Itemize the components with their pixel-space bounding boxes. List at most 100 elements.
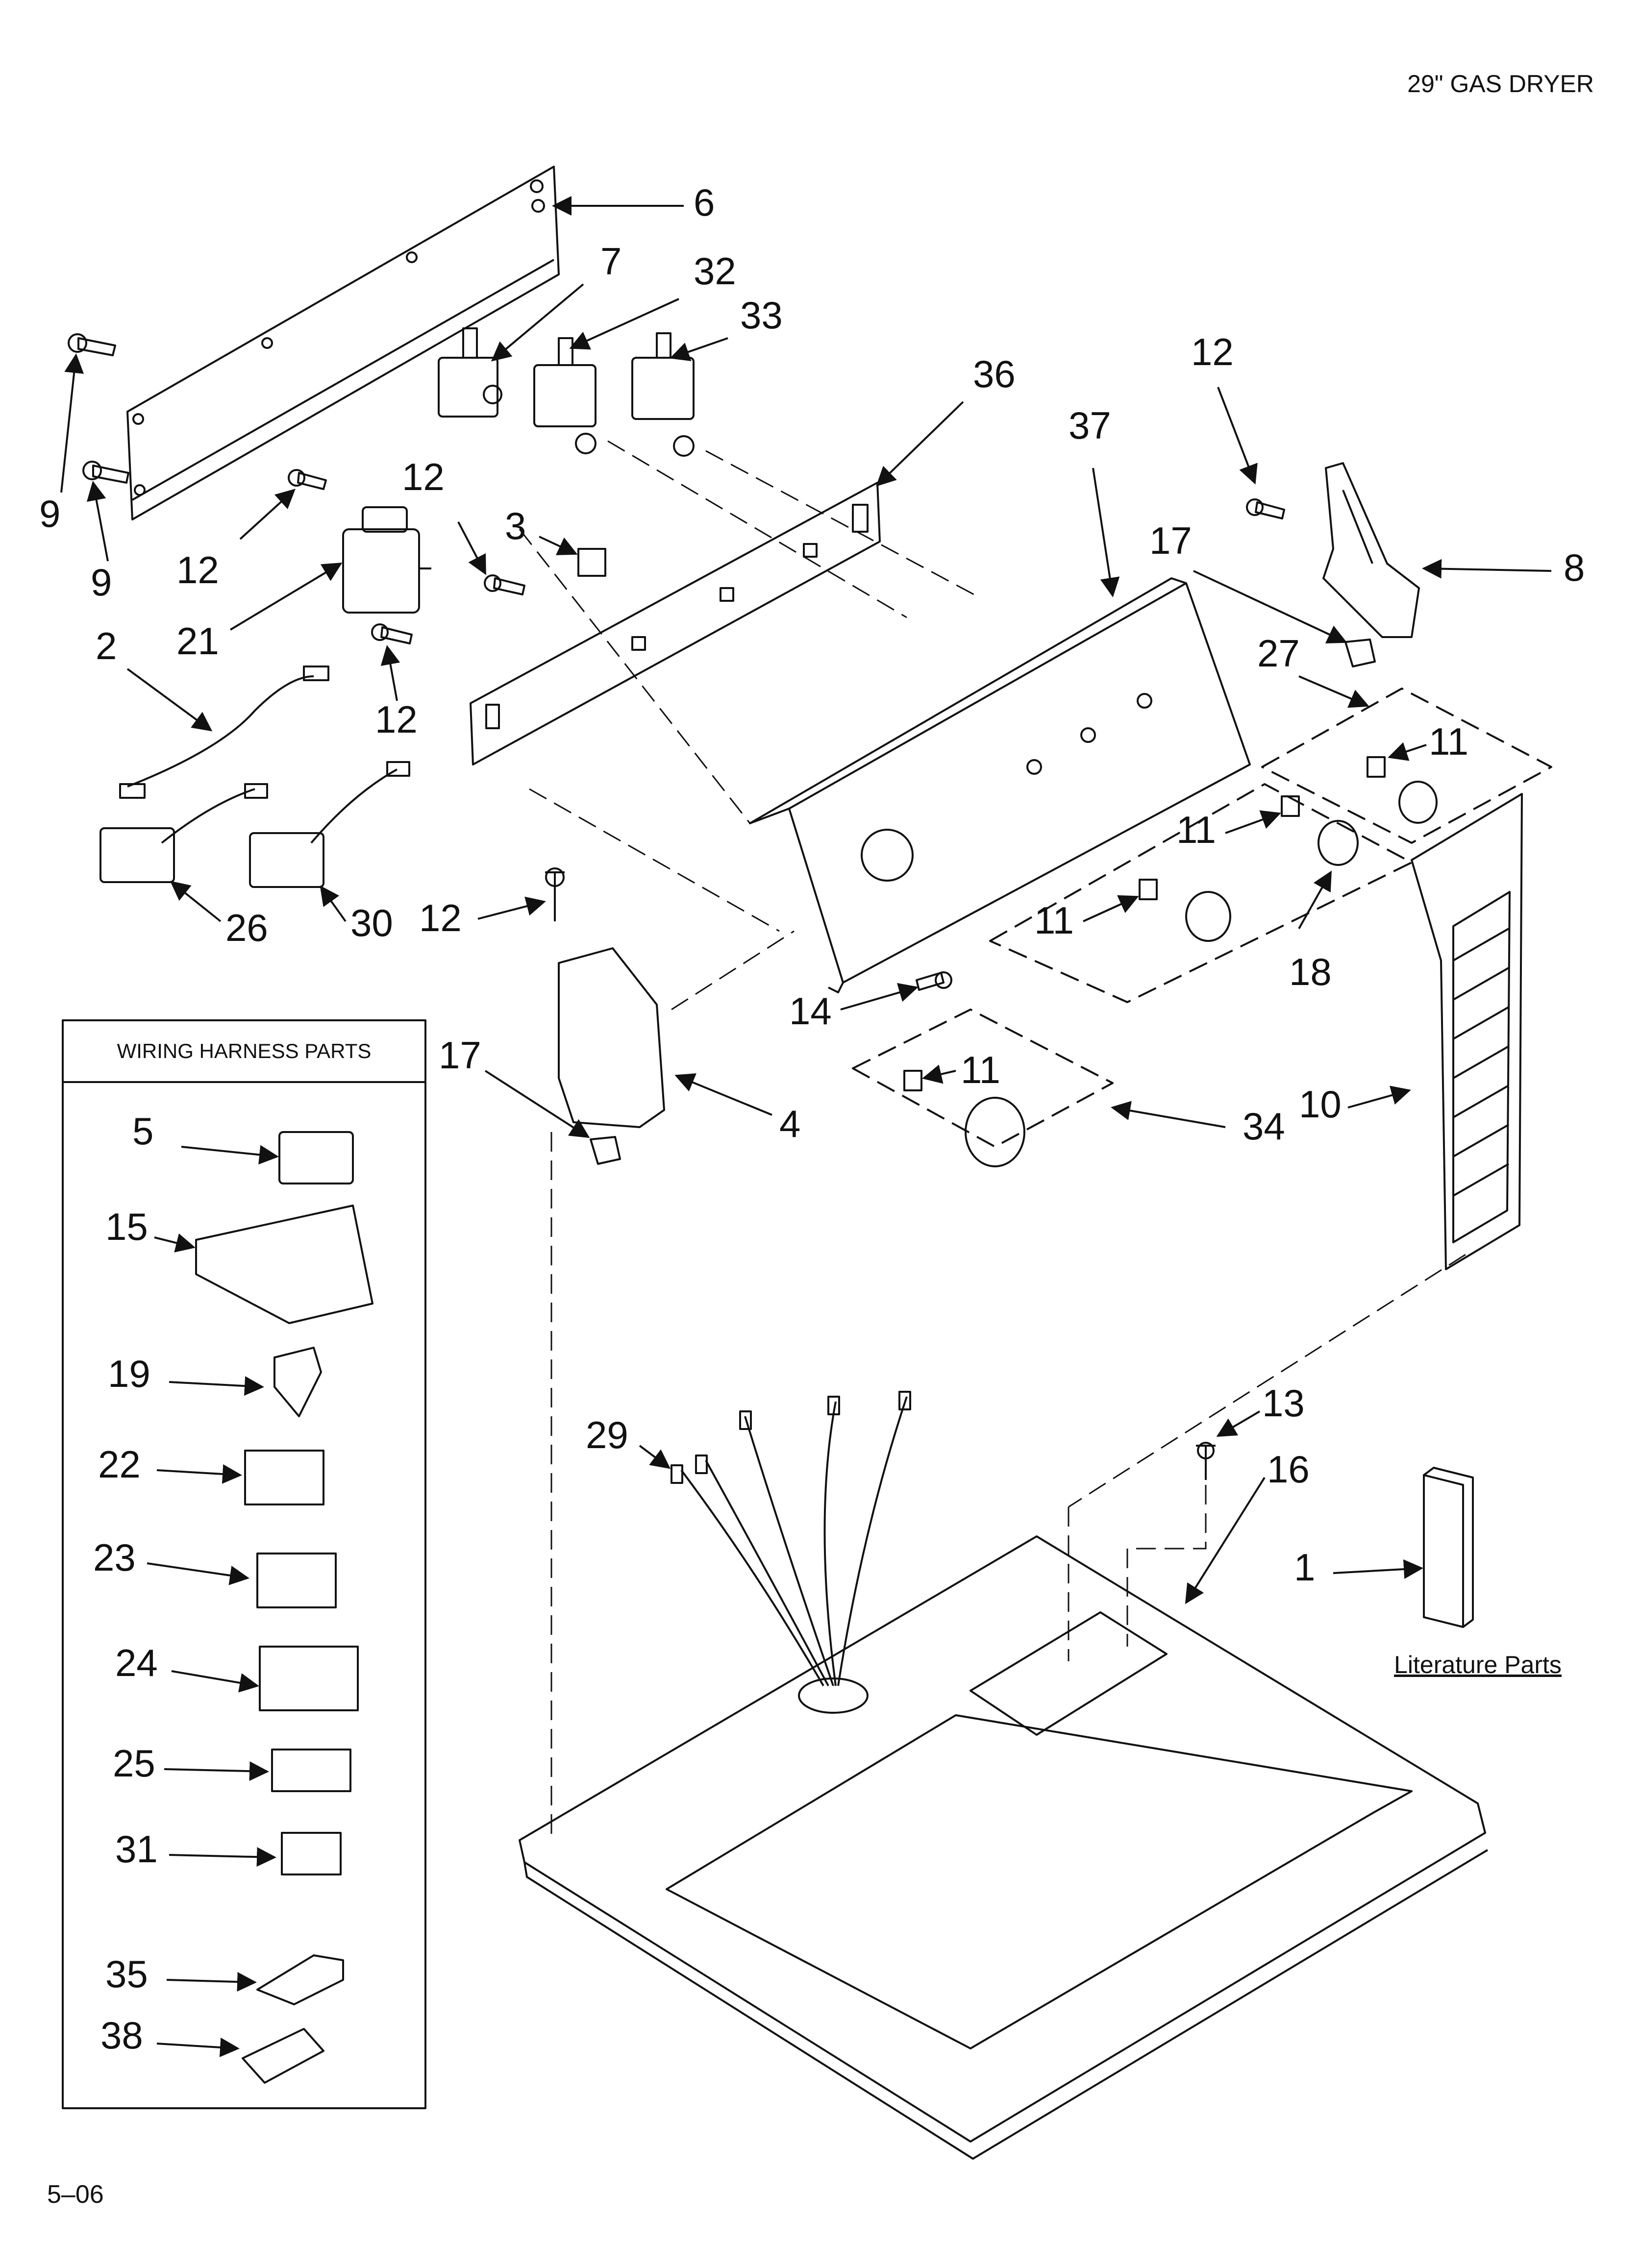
callout-c23: 23 — [93, 1536, 249, 1585]
callout-c34: 34 — [1111, 1101, 1285, 1148]
wiring-harness-header: WIRING HARNESS PARTS — [117, 1039, 372, 1062]
callout-c5: 5 — [132, 1109, 279, 1165]
callout-label: 4 — [779, 1102, 800, 1145]
clip-part-3 — [577, 548, 606, 577]
callout-c11d: 11 — [922, 1048, 1000, 1091]
callout-c11c: 11 — [1034, 895, 1139, 942]
screw-part-12-low — [371, 623, 413, 644]
callout-c9a: 9 — [39, 353, 84, 535]
callout-c3: 3 — [505, 504, 578, 555]
callout-c13: 13 — [1216, 1381, 1305, 1437]
callout-c7: 7 — [491, 240, 622, 362]
callout-c36: 36 — [876, 352, 1016, 487]
callout-c4: 4 — [674, 1073, 800, 1145]
rear-panel-part-6 — [126, 166, 560, 520]
callout-arrow — [156, 2037, 240, 2057]
callout-arrow — [147, 1562, 249, 1585]
callout-label: 32 — [694, 249, 736, 293]
harness-part-19 — [274, 1347, 322, 1417]
callout-c11a: 11 — [1388, 720, 1468, 763]
callout-arrow — [169, 1376, 264, 1396]
page-title: 29" GAS DRYER — [1407, 70, 1594, 98]
screw-part-13 — [1196, 1442, 1216, 1480]
callout-label: 11 — [961, 1048, 1000, 1091]
callout-label: 38 — [100, 2014, 143, 2057]
callout-c33: 33 — [670, 294, 783, 362]
callout-label: 35 — [105, 1952, 148, 1996]
connector-harness-part-26 — [99, 783, 268, 883]
callout-label: 30 — [350, 901, 393, 944]
callout-c8: 8 — [1422, 546, 1585, 589]
callout-arrow — [491, 283, 584, 362]
callout-label: 5 — [132, 1109, 153, 1153]
switch-part-32 — [533, 337, 597, 454]
callout-label: 13 — [1262, 1381, 1305, 1425]
callout-arrow — [170, 881, 222, 922]
callout-arrow — [229, 562, 343, 631]
screw-part-12-right — [1246, 498, 1285, 519]
wire-bundle-part-29 — [671, 1391, 911, 1714]
callout-label: 16 — [1267, 1448, 1310, 1491]
callout-c11b: 11 — [1176, 808, 1281, 851]
callout-label: 25 — [113, 1742, 155, 1785]
callout-arrow — [674, 1073, 772, 1116]
callout-arrow — [484, 1070, 590, 1138]
callout-c26: 26 — [170, 881, 268, 949]
harness-part-25 — [271, 1749, 351, 1792]
callout-arrow — [156, 1464, 242, 1484]
callout-label: 27 — [1257, 632, 1300, 675]
callout-label: 26 — [225, 906, 268, 949]
switch-part-7 — [438, 327, 502, 418]
callout-c18: 18 — [1289, 870, 1332, 993]
callout-label: 2 — [96, 624, 117, 667]
callout-c12d: 12 — [375, 645, 418, 741]
callout-arrow — [1083, 895, 1139, 922]
callout-arrow — [477, 896, 546, 920]
callout-c31: 31 — [115, 1827, 276, 1871]
screw-part-9-upper — [68, 333, 116, 356]
callout-c17a: 17 — [1149, 519, 1347, 643]
callout-label: 8 — [1564, 546, 1585, 589]
callout-arrow — [60, 353, 84, 493]
literature-label: Literature Parts — [1394, 1651, 1562, 1678]
callout-arrow — [840, 983, 919, 1011]
callout-c24: 24 — [115, 1641, 259, 1693]
callout-c17b: 17 — [439, 1034, 590, 1138]
callout-label: 14 — [789, 989, 832, 1033]
callout-arrow — [1193, 570, 1347, 643]
callout-c12e: 12 — [419, 896, 546, 939]
callout-label: 29 — [586, 1413, 628, 1456]
screw-part-9-lower — [82, 461, 129, 484]
callout-c10: 10 — [1299, 1083, 1411, 1126]
harness-part-31 — [281, 1832, 342, 1875]
callout-label: 34 — [1243, 1105, 1285, 1148]
callout-c1: 1 — [1294, 1546, 1423, 1589]
harness-part-5 — [278, 1131, 354, 1184]
callout-label: 12 — [375, 698, 418, 741]
callout-arrow — [1333, 1559, 1423, 1579]
switch-part-33 — [631, 332, 695, 457]
callout-label: 11 — [1429, 720, 1468, 763]
callout-c25: 25 — [113, 1742, 269, 1785]
callout-arrow — [154, 1233, 196, 1253]
console-panel-part-37 — [749, 577, 1251, 993]
callout-label: 22 — [98, 1443, 141, 1486]
harness-part-35 — [256, 1954, 344, 2005]
callout-label: 11 — [1034, 899, 1074, 942]
callout-c22: 22 — [98, 1443, 242, 1486]
clip-part-17-upper — [1344, 639, 1376, 667]
clip-part-17-lower — [590, 1136, 621, 1165]
wiring-harness-box — [62, 1019, 426, 2109]
callout-label: 36 — [973, 352, 1016, 395]
control-bracket-part-36 — [470, 482, 881, 765]
callout-label: 1 — [1294, 1546, 1315, 1589]
callout-arrow — [126, 668, 213, 732]
callout-arrow — [1092, 468, 1120, 597]
callout-c19: 19 — [108, 1352, 264, 1396]
callout-arrow — [1388, 742, 1427, 761]
callout-arrow — [639, 1445, 671, 1469]
callout-arrow — [1347, 1085, 1411, 1109]
callout-arrow — [569, 298, 679, 350]
